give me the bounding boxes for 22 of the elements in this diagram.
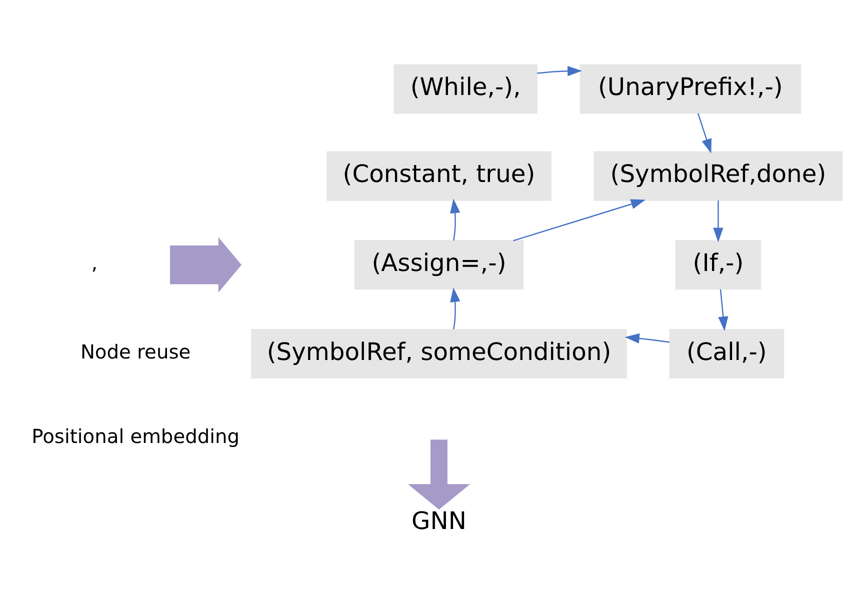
- arrow: [450, 198, 460, 240]
- label: Node reuse: [80, 340, 191, 363]
- arrow: [513, 198, 646, 241]
- node-box: (Assign=,-): [354, 240, 524, 290]
- label: ,: [91, 250, 98, 274]
- node-box: (UnaryPrefix!,-): [580, 64, 802, 114]
- node-box: (While,-),: [394, 64, 538, 114]
- arrow: [718, 288, 728, 331]
- node-box: (SymbolRef,done): [594, 150, 843, 200]
- node-box: (SymbolRef, someCondition): [251, 328, 627, 378]
- arrow: [624, 332, 670, 343]
- node-arrow: [170, 236, 242, 292]
- node-text: GNN: [412, 506, 466, 535]
- arrow: [537, 65, 582, 76]
- arrow: [408, 439, 470, 510]
- node-box: (Call,-): [669, 328, 784, 378]
- label: Positional embedding: [32, 424, 240, 448]
- node-box: (Constant, true): [326, 150, 552, 200]
- arrow: [713, 200, 724, 242]
- arrow: [697, 112, 712, 153]
- node-box: (If,-): [675, 240, 762, 290]
- arrow: [450, 286, 460, 329]
